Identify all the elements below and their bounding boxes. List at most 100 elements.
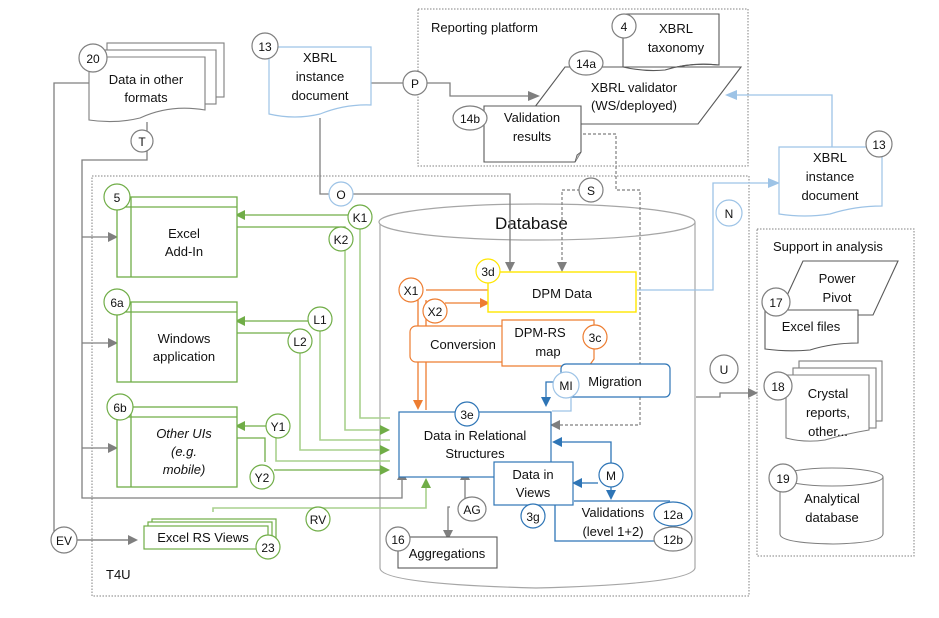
node-windows-application[interactable]: Windows application xyxy=(116,301,238,383)
svg-text:Excel RS Views: Excel RS Views xyxy=(157,530,249,545)
node-validations: Validations (level 1+2) xyxy=(582,505,645,539)
connector-K2: K2 xyxy=(328,226,354,252)
svg-text:database: database xyxy=(805,510,859,525)
badge-5: 5 xyxy=(103,183,131,211)
svg-text:XBRL: XBRL xyxy=(659,21,693,36)
connector-P: P xyxy=(402,70,428,96)
badge-13-left: 13 xyxy=(251,32,279,60)
svg-text:U: U xyxy=(720,363,729,377)
svg-text:EV: EV xyxy=(56,534,72,548)
svg-text:Crystal: Crystal xyxy=(808,386,849,401)
svg-text:14b: 14b xyxy=(460,112,480,126)
svg-text:X2: X2 xyxy=(428,305,443,319)
connector-L2: L2 xyxy=(287,328,313,354)
svg-text:Add-In: Add-In xyxy=(165,244,203,259)
svg-text:instance: instance xyxy=(806,169,854,184)
svg-text:3e: 3e xyxy=(460,408,474,422)
connector-T: T xyxy=(130,129,154,153)
svg-text:L1: L1 xyxy=(313,313,327,327)
svg-text:K1: K1 xyxy=(353,211,368,225)
node-excel-rs-views[interactable]: Excel RS Views xyxy=(143,518,277,550)
node-analytical-database[interactable]: Analytical database xyxy=(779,467,884,545)
badge-23: 23 xyxy=(255,534,281,560)
badge-4: 4 xyxy=(611,13,637,39)
node-dpm-data: DPM Data xyxy=(487,271,637,313)
svg-text:Y2: Y2 xyxy=(255,471,270,485)
svg-text:13: 13 xyxy=(258,40,272,54)
node-excel-files[interactable]: Excel files xyxy=(764,309,859,352)
node-power-pivot[interactable]: Power Pivot xyxy=(777,260,899,316)
connector-O: O xyxy=(328,181,354,207)
connector-Y2: Y2 xyxy=(249,464,275,490)
node-other-uis[interactable]: Other UIs (e.g. mobile) xyxy=(116,406,238,488)
svg-text:O: O xyxy=(336,188,345,202)
badge-3g: 3g xyxy=(520,503,546,529)
node-crystal-reports[interactable]: Crystal reports, other... xyxy=(785,360,883,442)
svg-text:3g: 3g xyxy=(526,510,539,524)
connector-K1: K1 xyxy=(347,204,373,230)
t4u-label: T4U xyxy=(106,567,131,582)
connector-AG: AG xyxy=(457,496,487,522)
svg-text:map: map xyxy=(535,344,560,359)
svg-text:Pivot: Pivot xyxy=(823,290,852,305)
svg-text:Y1: Y1 xyxy=(271,420,286,434)
badge-13-right: 13 xyxy=(865,130,893,158)
svg-text:4: 4 xyxy=(621,20,628,34)
connector-X1: X1 xyxy=(398,277,424,303)
svg-text:Analytical: Analytical xyxy=(804,491,860,506)
svg-text:XBRL: XBRL xyxy=(813,150,847,165)
svg-text:X1: X1 xyxy=(404,284,419,298)
connector-M: M xyxy=(598,462,624,488)
connector-RV: RV xyxy=(305,506,331,532)
svg-text:other...: other... xyxy=(808,424,848,439)
node-excel-add-in[interactable]: Excel Add-In xyxy=(116,196,238,278)
badge-18: 18 xyxy=(763,371,793,401)
svg-text:N: N xyxy=(725,207,734,221)
t4u-container: T4U xyxy=(91,175,750,597)
svg-text:12b: 12b xyxy=(663,533,683,547)
light-blue-flows xyxy=(637,90,833,291)
svg-text:S: S xyxy=(587,184,595,198)
badge-6b: 6b xyxy=(106,393,134,421)
node-xbrl-taxonomy: XBRL taxonomy xyxy=(622,13,720,72)
database-label: Database xyxy=(495,214,568,233)
svg-text:3d: 3d xyxy=(481,265,494,279)
connector-U: U xyxy=(709,354,739,384)
svg-text:Views: Views xyxy=(516,485,551,500)
svg-text:Windows: Windows xyxy=(158,331,211,346)
svg-text:document: document xyxy=(801,188,858,203)
green-flows xyxy=(212,210,431,512)
svg-text:(level 1+2): (level 1+2) xyxy=(582,524,643,539)
badge-14b: 14b xyxy=(452,105,488,131)
badge-17: 17 xyxy=(761,287,791,317)
badge-16: 16 xyxy=(385,526,411,552)
svg-text:Power: Power xyxy=(819,271,857,286)
svg-text:20: 20 xyxy=(86,52,100,66)
svg-text:6a: 6a xyxy=(110,296,124,310)
svg-text:taxonomy: taxonomy xyxy=(648,40,705,55)
node-xbrl-instance-document-right: XBRL instance document xyxy=(778,146,883,217)
reporting-platform-label: Reporting platform xyxy=(431,20,538,35)
badge-3e: 3e xyxy=(454,401,480,427)
node-aggregations: Aggregations xyxy=(397,536,498,569)
badge-3d: 3d xyxy=(475,258,501,284)
svg-text:M: M xyxy=(606,469,616,483)
svg-text:reports,: reports, xyxy=(806,405,850,420)
node-data-in-other-formats: Data in other formats xyxy=(88,42,225,123)
svg-text:Conversion: Conversion xyxy=(430,337,496,352)
svg-text:DPM Data: DPM Data xyxy=(532,286,593,301)
svg-text:results: results xyxy=(513,129,552,144)
svg-text:3c: 3c xyxy=(589,331,602,345)
svg-text:XBRL validator: XBRL validator xyxy=(591,80,678,95)
svg-text:Structures: Structures xyxy=(445,446,505,461)
svg-text:Migration: Migration xyxy=(588,374,641,389)
node-xbrl-instance-document-left: XBRL instance document xyxy=(268,46,372,118)
svg-text:Other UIs: Other UIs xyxy=(156,426,212,441)
badge-12a: 12a xyxy=(653,501,693,527)
svg-text:Excel: Excel xyxy=(168,226,200,241)
node-conversion: Conversion xyxy=(409,325,511,363)
svg-text:6b: 6b xyxy=(113,401,127,415)
svg-text:14a: 14a xyxy=(576,57,596,71)
svg-text:Data in: Data in xyxy=(512,467,553,482)
svg-text:mobile): mobile) xyxy=(163,462,206,477)
